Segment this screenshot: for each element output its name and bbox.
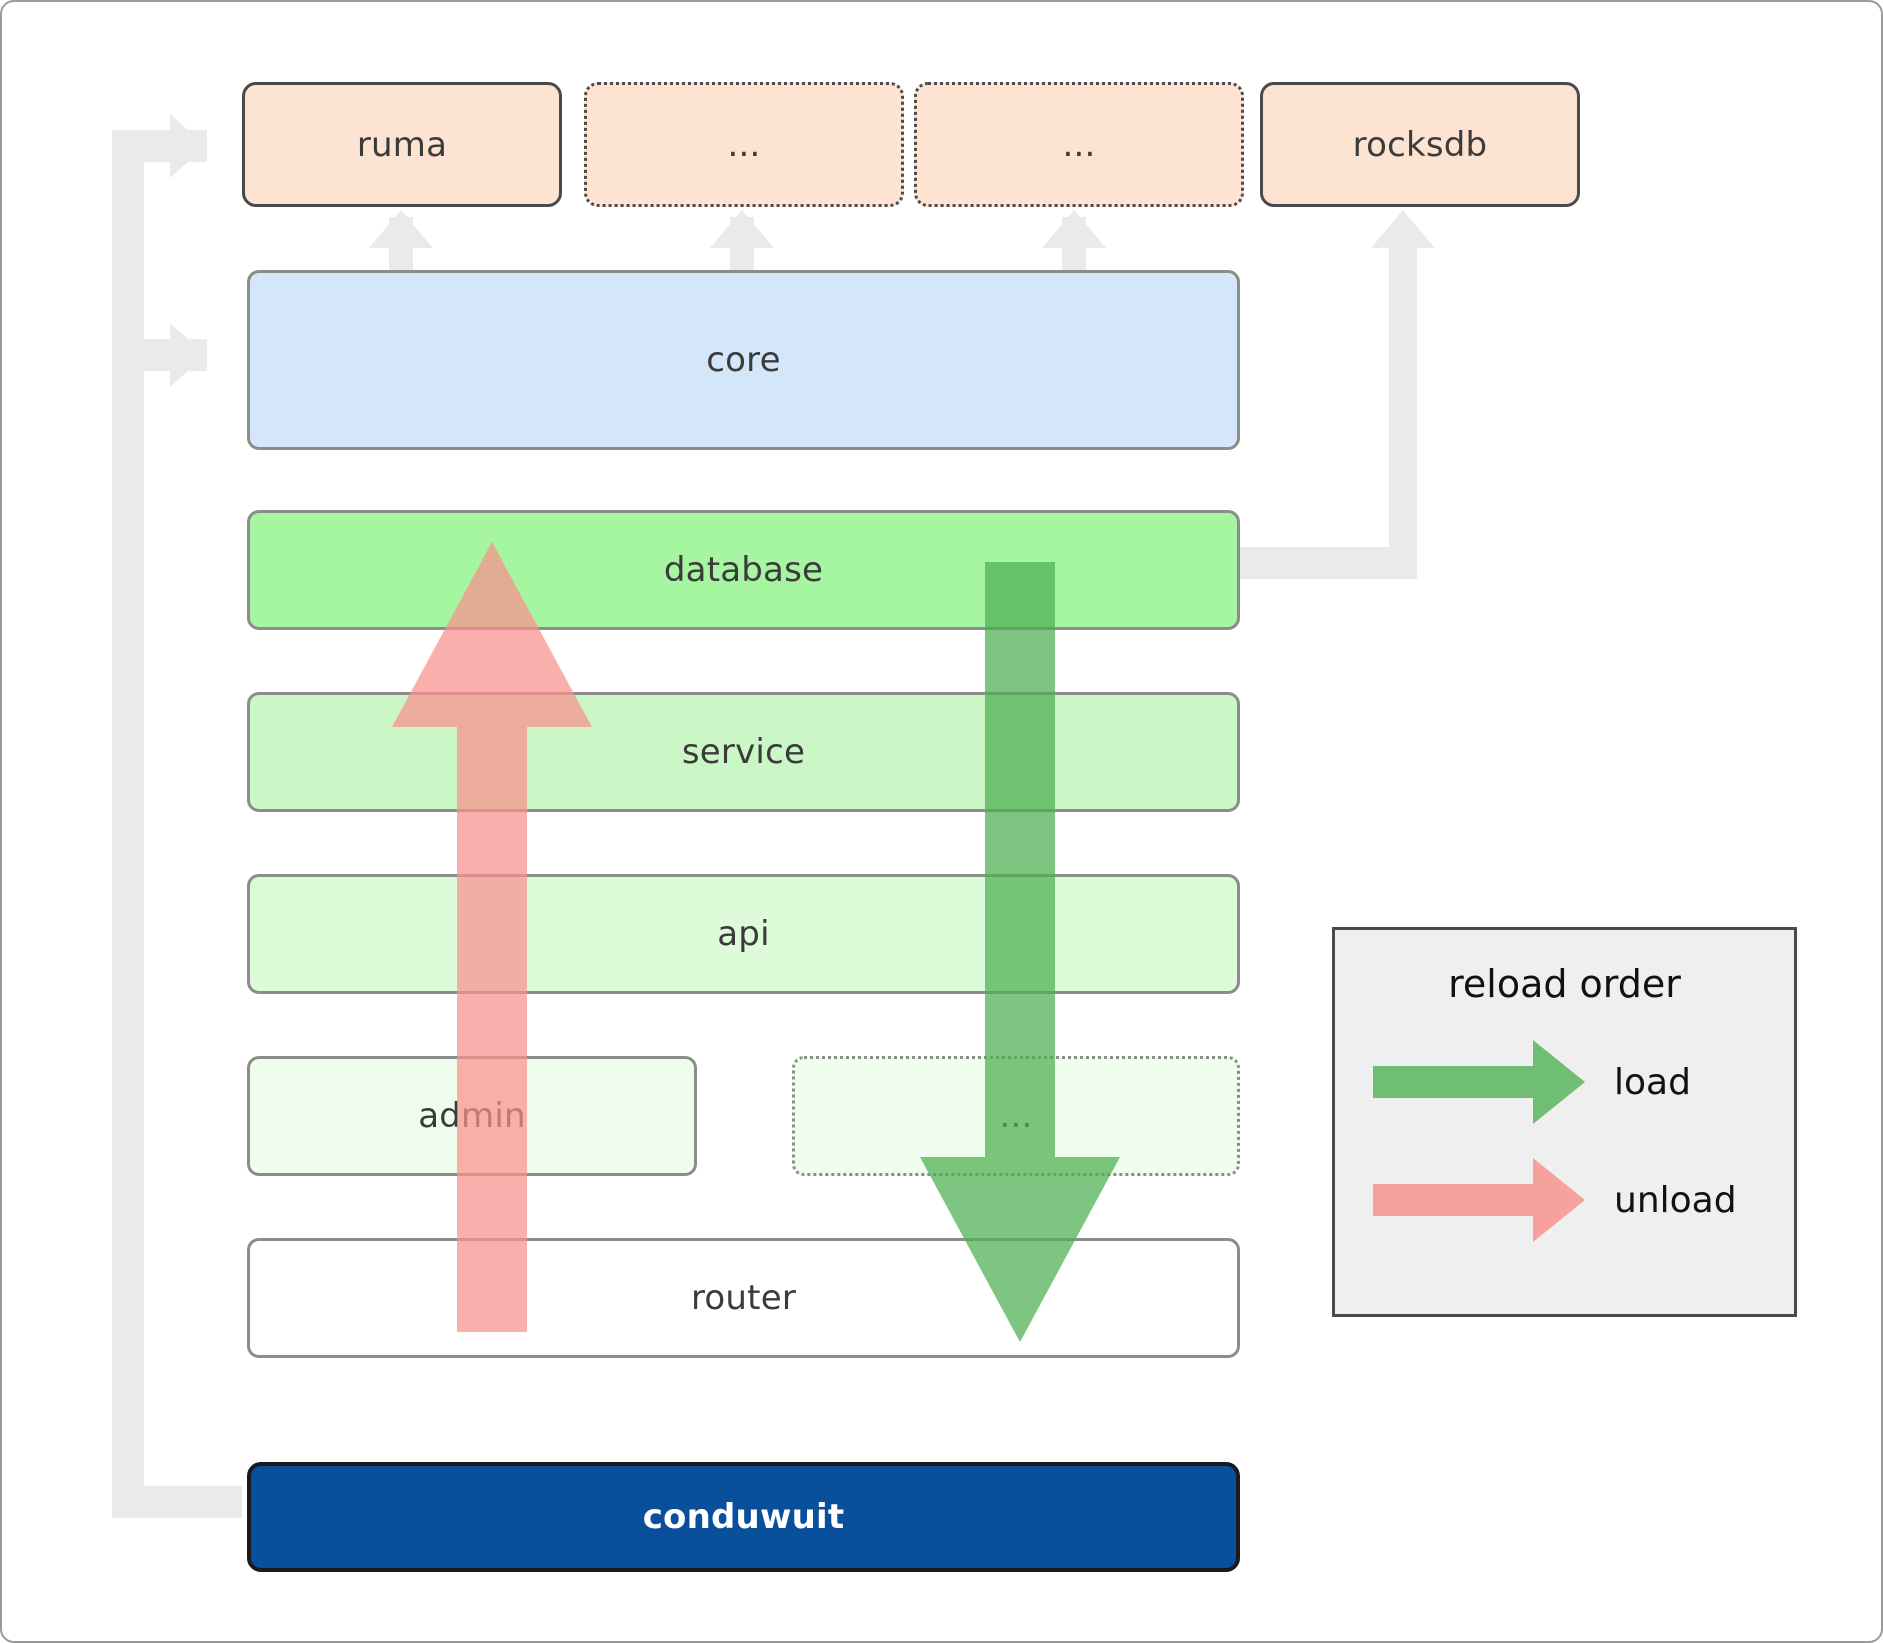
node-api-label: api (717, 914, 770, 954)
node-core-label: core (706, 340, 781, 380)
legend-load-label: load (1614, 1061, 1691, 1103)
node-conduwuit-label: conduwuit (642, 1497, 845, 1537)
connector-arrowhead-ruma (170, 114, 206, 178)
connector-arrowhead-core (170, 323, 206, 387)
connector-core-to-dots2-head (1042, 210, 1106, 248)
node-service-label: service (681, 732, 806, 772)
node-conduwuit[interactable]: conduwuit (247, 1462, 1240, 1572)
legend-panel: reload order load unload (1332, 927, 1797, 1317)
node-rocksdb-label: rocksdb (1352, 124, 1488, 165)
node-admin-label: admin (418, 1096, 526, 1136)
node-api[interactable]: api (247, 874, 1240, 994)
connector-database-to-rocksdb-vertical (1389, 247, 1417, 579)
node-router-label: router (690, 1278, 796, 1318)
connector-left-to-conduwuit (112, 1486, 242, 1518)
node-low-dots[interactable]: ... (792, 1056, 1240, 1176)
node-dep-dots-1[interactable]: ... (584, 82, 904, 207)
legend-unload-label: unload (1614, 1179, 1737, 1221)
node-core[interactable]: core (247, 270, 1240, 450)
node-database[interactable]: database (247, 510, 1240, 630)
node-ruma[interactable]: ruma (242, 82, 562, 207)
node-rocksdb[interactable]: rocksdb (1260, 82, 1580, 207)
legend-unload-arrow-icon (1373, 1158, 1585, 1242)
node-database-label: database (663, 550, 824, 590)
node-router[interactable]: router (247, 1238, 1240, 1358)
node-service[interactable]: service (247, 692, 1240, 812)
connector-database-to-rocksdb-horizontal (1222, 547, 1417, 579)
legend-load-arrow-icon (1373, 1040, 1585, 1124)
connector-database-to-rocksdb-head (1371, 210, 1435, 248)
connector-core-to-dots1-head (710, 210, 774, 248)
legend-item-unload: unload (1335, 1158, 1794, 1242)
node-admin[interactable]: admin (247, 1056, 697, 1176)
node-dep-dots-2-label: ... (1062, 124, 1096, 165)
node-low-dots-label: ... (999, 1096, 1033, 1136)
legend-item-load: load (1335, 1040, 1794, 1124)
node-dep-dots-1-label: ... (727, 124, 761, 165)
connector-core-to-ruma-head (369, 210, 433, 248)
node-ruma-label: ruma (356, 124, 448, 165)
legend-title: reload order (1448, 962, 1681, 1006)
node-dep-dots-2[interactable]: ... (914, 82, 1244, 207)
